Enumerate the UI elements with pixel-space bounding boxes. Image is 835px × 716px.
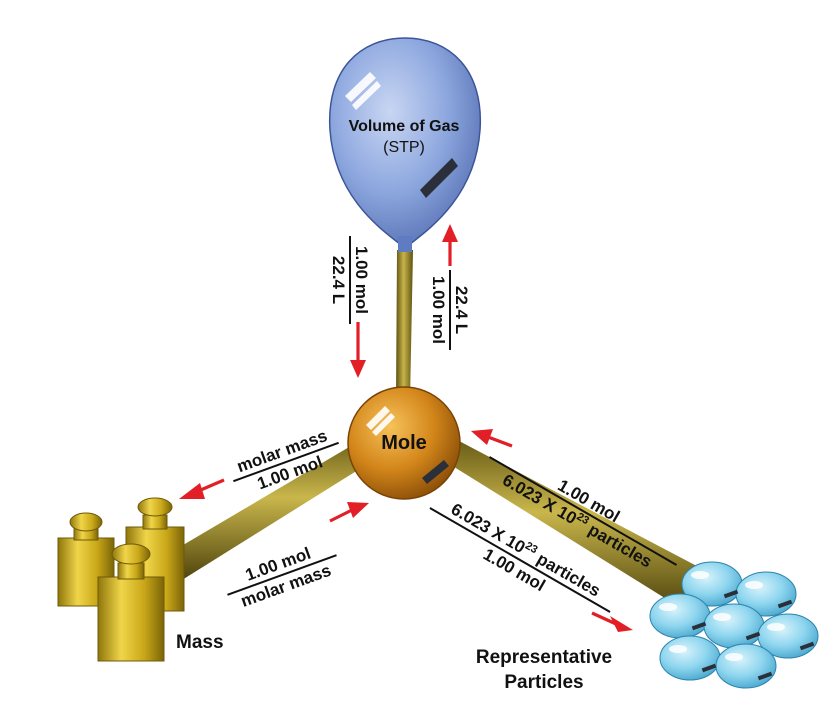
fraction-numerator: 1.00 mol bbox=[352, 246, 371, 314]
fraction-gas-to-mole: 1.00 mol 22.4 L bbox=[329, 236, 371, 324]
sci-exponent: 23 bbox=[574, 511, 591, 528]
arrow-particles-to-mole-icon bbox=[471, 429, 513, 448]
particles-cluster: Representative Particles bbox=[476, 561, 819, 693]
balloon-shadow-icon bbox=[420, 158, 458, 198]
gas-balloon: Volume of Gas (STP) bbox=[328, 37, 482, 252]
particle-shine-icon bbox=[659, 571, 785, 661]
gas-sublabel: (STP) bbox=[383, 139, 425, 156]
arrow-mole-to-gas-icon bbox=[442, 224, 458, 266]
rod-gas bbox=[396, 250, 413, 400]
balloon-neck bbox=[398, 236, 412, 252]
fraction-denominator: 22.4 L bbox=[329, 256, 348, 304]
weight-front bbox=[97, 543, 165, 662]
arrow-mole-to-particles-icon bbox=[591, 611, 633, 632]
gas-label: Volume of Gas bbox=[349, 118, 460, 135]
conversion-arrows bbox=[179, 224, 633, 632]
fraction-bar bbox=[488, 456, 678, 566]
fraction-mole-to-gas: 22.4 L 1.00 mol bbox=[429, 270, 471, 350]
fraction-bar bbox=[233, 441, 339, 483]
mole-sphere: Mole bbox=[347, 386, 461, 500]
particles-label-line2: Particles bbox=[504, 672, 583, 693]
fraction-denominator: 1.00 mol bbox=[429, 276, 448, 344]
mole-shadow-icon bbox=[422, 460, 449, 484]
rod-particles bbox=[430, 432, 712, 610]
mole-highlight-icon bbox=[366, 406, 395, 436]
connector-rods bbox=[178, 250, 712, 610]
particle bbox=[715, 643, 777, 689]
particle bbox=[649, 593, 711, 639]
weight-back-left bbox=[57, 512, 115, 607]
arrow-mole-to-mass-icon bbox=[179, 478, 225, 499]
fraction-mass-to-mole: 1.00 mol molar mass bbox=[227, 544, 337, 611]
mass-weights: Mass bbox=[57, 497, 224, 662]
particles-label-line1: Representative bbox=[476, 647, 612, 668]
particle bbox=[703, 603, 765, 649]
rod-mass bbox=[178, 430, 390, 580]
fraction-bar bbox=[227, 554, 337, 596]
balloon-highlight-icon bbox=[345, 72, 381, 110]
particle-shadow-icon bbox=[691, 589, 815, 681]
arrow-gas-to-mole-icon bbox=[350, 322, 366, 378]
fraction-bar bbox=[429, 507, 611, 613]
sci-exponent: 23 bbox=[523, 540, 540, 557]
fraction-numerator: 22.4 L bbox=[452, 286, 471, 334]
mole-label: Mole bbox=[381, 432, 427, 454]
arrow-mass-to-mole-icon bbox=[329, 502, 369, 523]
mass-label: Mass bbox=[176, 632, 224, 653]
particle bbox=[659, 635, 721, 681]
